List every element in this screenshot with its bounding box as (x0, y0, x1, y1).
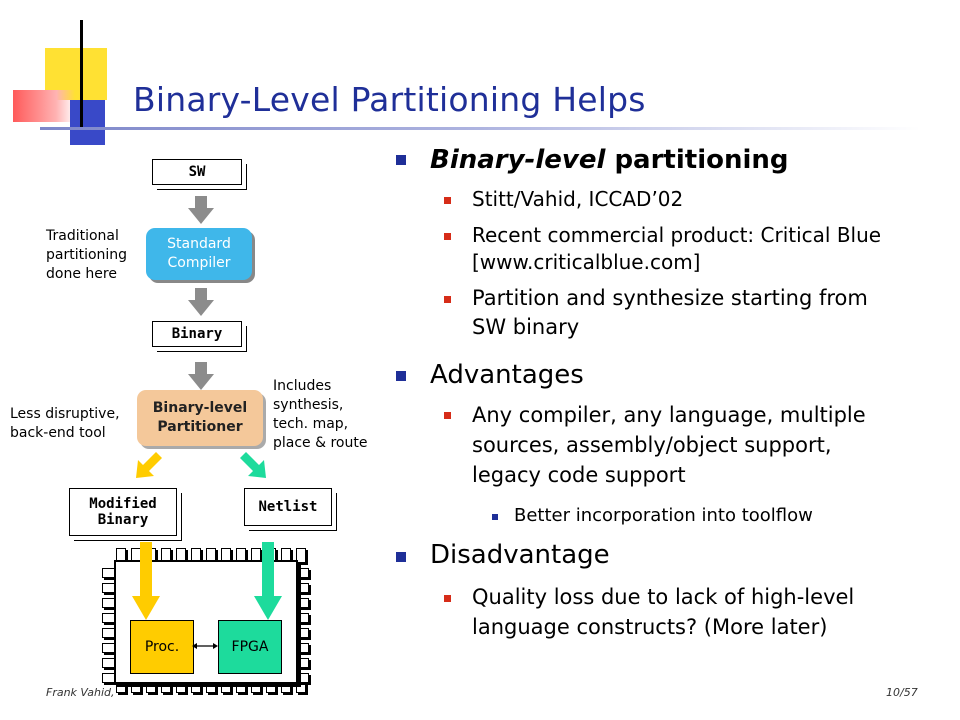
proc-label: Proc. (144, 639, 180, 655)
bullet-red-2 (444, 233, 451, 240)
down-arrow-1 (188, 196, 214, 224)
bullet-1-sub-3-line1: Partition and synthesize starting from (472, 286, 868, 310)
bullet-1-sub-3-line2: SW binary (472, 315, 580, 339)
bullet-small-1 (492, 514, 498, 520)
bullet-2-sub-1-sub-1: Better incorporation into toolflow (514, 505, 813, 526)
binary-box: Binary (152, 321, 242, 347)
bullet-2-sub-1-line1: Any compiler, any language, multiple (472, 403, 866, 427)
bullet-3-sub-1-line1: Quality loss due to lack of high-level (472, 585, 855, 609)
netlist-box: Netlist (244, 488, 332, 526)
bullet-square-1 (396, 155, 406, 165)
note-includes-line2: synthesis, (273, 397, 344, 413)
sw-label: SW (188, 164, 206, 180)
note-less-line2: back-end tool (10, 425, 106, 441)
bullet-3-sub-1: Quality loss due to lack of high-level l… (472, 582, 854, 642)
sw-box: SW (152, 159, 242, 185)
fpga-input-arrow (254, 542, 282, 620)
fpga-label: FPGA (231, 639, 269, 655)
binary-label: Binary (171, 326, 223, 342)
bullet-1-rest: partitioning (605, 145, 789, 175)
note-includes-line4: place & route (273, 435, 368, 451)
bullet-2-text: Advantages (430, 360, 584, 390)
chip-pins-right (294, 568, 309, 683)
proc-fpga-link-arrow (192, 643, 218, 649)
standard-compiler-box: Standard Compiler (146, 228, 252, 280)
bullet-3-text: Disadvantage (430, 540, 610, 570)
compiler-label-line2: Compiler (167, 255, 231, 271)
chip (96, 548, 316, 698)
modified-binary-line1: Modified (89, 496, 157, 512)
binary-level-partitioner-box: Binary-level Partitioner (137, 390, 263, 446)
bullet-red-1 (444, 197, 451, 204)
bullet-red-5 (444, 595, 451, 602)
note-less-disruptive: Less disruptive, back-end tool (10, 405, 120, 443)
chip-pins-bottom (116, 678, 306, 693)
bullet-red-4 (444, 412, 451, 419)
bullet-red-3 (444, 296, 451, 303)
note-traditional-line2: partitioning (46, 247, 128, 263)
bullet-1-italic: Binary-level (430, 145, 606, 175)
bullet-1-sub-2-line1: Recent commercial product: Critical Blue (472, 223, 882, 247)
bullet-1-sub-2: Recent commercial product: Critical Blue… (472, 222, 881, 276)
bullet-square-3 (396, 552, 406, 562)
bullet-2-sub-1-line2: sources, assembly/object support, (472, 433, 832, 457)
note-less-line1: Less disruptive, (10, 406, 120, 422)
down-arrow-2 (188, 288, 214, 316)
footer-author: Frank Vahid, (46, 686, 115, 699)
netlist-label: Netlist (258, 499, 318, 515)
bullet-1-sub-1: Stitt/Vahid, ICCAD’02 (472, 187, 684, 211)
note-includes: Includes synthesis, tech. map, place & r… (273, 377, 367, 453)
footer-page-number: 10/57 (886, 686, 918, 699)
modified-binary-line2: Binary (97, 512, 149, 528)
partitioner-label-line2: Partitioner (157, 419, 243, 435)
title-underline (40, 127, 920, 130)
proc-input-arrow (132, 542, 160, 620)
bullet-2-sub-1: Any compiler, any language, multiple sou… (472, 400, 866, 490)
slide-corner-decoration (0, 0, 135, 150)
note-includes-line1: Includes (273, 378, 332, 394)
bullet-1-sub-3: Partition and synthesize starting from S… (472, 284, 868, 342)
bullet-3-sub-1-line2: language constructs? (More later) (472, 615, 828, 639)
bullet-1-text: Binary-level partitioning (430, 145, 789, 175)
partitioner-label-line1: Binary-level (152, 400, 248, 416)
fpga-block: FPGA (218, 620, 282, 674)
bullet-1-sub-2-line2: [www.criticalblue.com] (472, 250, 701, 274)
compiler-label-line1: Standard (167, 236, 231, 252)
left-diagonal-arrow (136, 452, 162, 478)
down-arrow-3 (188, 362, 214, 390)
bullet-square-2 (396, 371, 406, 381)
note-traditional-line3: done here (46, 266, 117, 282)
slide-title: Binary-Level Partitioning Helps (133, 80, 646, 119)
note-includes-line3: tech. map, (273, 416, 349, 432)
modified-binary-box: Modified Binary (69, 488, 177, 536)
note-traditional: Traditional partitioning done here (46, 227, 127, 284)
bullet-2-sub-1-line3: legacy code support (472, 463, 686, 487)
proc-block: Proc. (130, 620, 194, 674)
right-diagonal-arrow (240, 452, 266, 478)
note-traditional-line1: Traditional (46, 228, 119, 244)
